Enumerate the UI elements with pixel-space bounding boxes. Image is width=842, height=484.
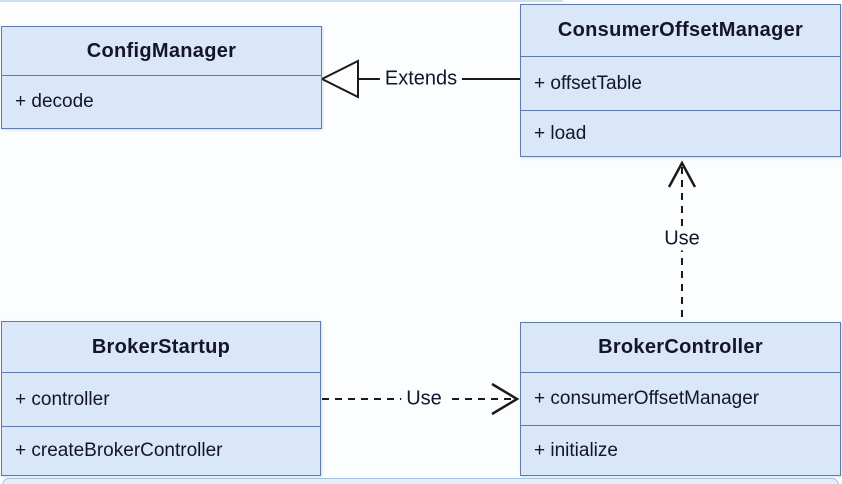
class-member: + consumerOffsetManager: [521, 372, 840, 425]
class-box-broker-controller: BrokerController + consumerOffsetManager…: [520, 322, 841, 476]
cropped-box-top-edge: [0, 0, 563, 2]
open-arrowhead-icon: [491, 382, 520, 416]
use-label-vertical: Use: [659, 227, 705, 251]
class-member: + load: [521, 110, 840, 156]
class-member: + decode: [2, 75, 321, 128]
class-member: + initialize: [521, 425, 840, 475]
cropped-box-bottom-edge: [2, 478, 839, 484]
open-arrowhead-icon: [667, 160, 697, 188]
extends-label: Extends: [379, 67, 463, 91]
class-member: + controller: [2, 372, 320, 426]
class-box-config-manager: ConfigManager + decode: [1, 26, 322, 129]
class-title: BrokerController: [598, 336, 763, 358]
class-title: ConfigManager: [86, 39, 237, 62]
class-member: + createBrokerController: [2, 426, 320, 475]
inheritance-triangle-icon: [319, 59, 359, 99]
class-title: ConsumerOffsetManager: [557, 19, 804, 41]
class-box-broker-startup: BrokerStartup + controller + createBroke…: [1, 321, 321, 476]
class-member: + offsetTable: [521, 56, 840, 110]
use-label-horizontal: Use: [401, 387, 447, 411]
class-title: BrokerStartup: [91, 335, 231, 358]
class-box-consumer-offset-manager: ConsumerOffsetManager + offsetTable + lo…: [520, 4, 841, 157]
